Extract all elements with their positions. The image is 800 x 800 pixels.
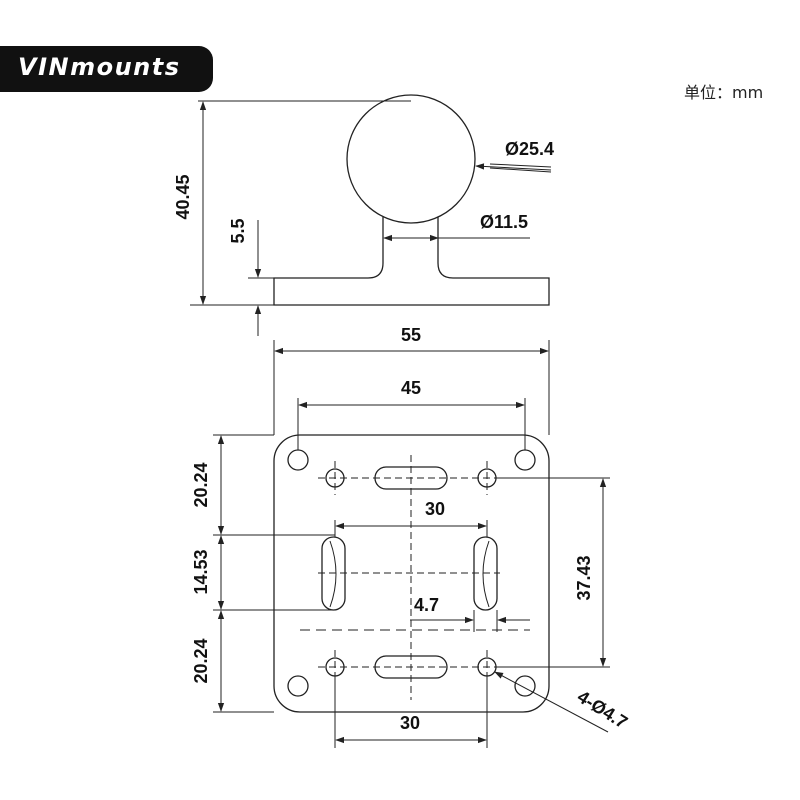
side-view	[190, 94, 550, 306]
dim-inner-hole-spacing-bottom: 30	[335, 713, 487, 744]
dim-side-slot-length-text: 14.53	[191, 549, 211, 594]
ball	[346, 94, 476, 224]
dim-ball-diameter: Ø25.4	[475, 139, 554, 173]
dim-neck-diameter: Ø11.5	[383, 212, 530, 242]
corner-hole-top-left	[287, 449, 309, 471]
dim-bottom-margin: 20.24	[191, 610, 225, 712]
dim-base-thickness: 5.5	[228, 218, 262, 336]
plate-outline	[273, 434, 550, 713]
dim-total-height-text: 40.45	[173, 174, 193, 219]
dim-neck-diameter-text: Ø11.5	[480, 212, 528, 232]
dim-vertical-hole-spacing: 37.43	[574, 478, 607, 667]
dim-vertical-hole-spacing-text: 37.43	[574, 555, 594, 600]
dim-hole-callout: 4-Ø4.7	[494, 671, 631, 733]
dim-top-margin-text: 20.24	[191, 462, 211, 507]
brand-logo: VINmounts	[0, 46, 213, 92]
dim-outer-hole-spacing-text: 45	[401, 378, 421, 398]
logo-badge	[0, 46, 213, 92]
dim-top-margin: 20.24	[191, 435, 225, 535]
dim-inner-hole-spacing-top-text: 30	[425, 499, 445, 519]
slot-right-inner-curve	[482, 540, 490, 608]
dim-outer-hole-spacing: 45	[298, 378, 525, 409]
units-label: 单位：mm	[684, 83, 764, 102]
dim-inner-hole-spacing-top: 30	[335, 499, 487, 530]
dim-inner-hole-spacing-bottom-text: 30	[400, 713, 420, 733]
plate-top-view	[273, 434, 550, 713]
brand-name: VINmounts	[18, 53, 181, 81]
corner-hole-top-right	[514, 449, 536, 471]
dim-slot-width-text: 4.7	[414, 595, 439, 615]
slot-left-inner-curve	[329, 540, 337, 608]
dim-plate-width: 55	[274, 325, 549, 355]
dim-slot-width: 4.7	[410, 595, 530, 624]
dim-ball-diameter-text: Ø25.4	[505, 139, 554, 159]
corner-hole-bottom-left	[287, 675, 309, 697]
dim-plate-width-text: 55	[401, 325, 421, 345]
dim-bottom-margin-text: 20.24	[191, 638, 211, 683]
top-view-extension-lines	[213, 340, 610, 748]
dim-total-height: 40.45	[173, 101, 207, 305]
neck-and-base	[273, 217, 550, 306]
dim-hole-callout-text: 4-Ø4.7	[574, 686, 631, 732]
corner-hole-bottom-right	[514, 675, 536, 697]
dim-side-slot-length: 14.53	[191, 535, 225, 610]
dim-base-thickness-text: 5.5	[228, 218, 248, 243]
